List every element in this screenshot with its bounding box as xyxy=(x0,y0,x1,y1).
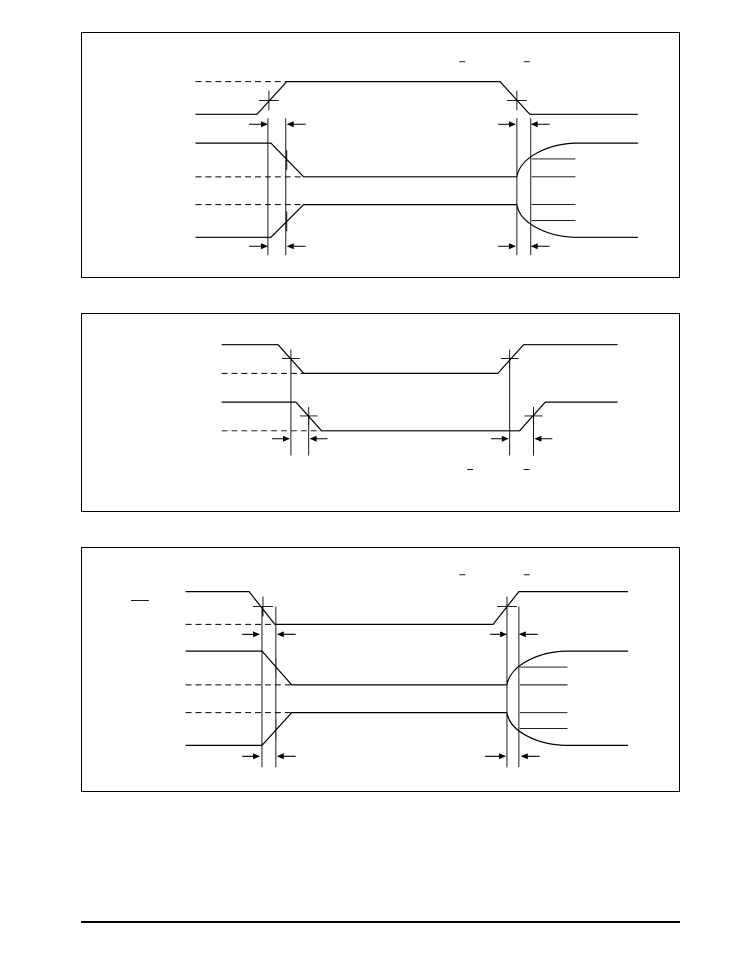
output-release-curve-low xyxy=(516,204,638,238)
control-waveform xyxy=(185,591,628,625)
timing-diagram-2 xyxy=(81,313,680,512)
timing-diagram-2-canvas xyxy=(221,344,618,470)
arrowhead xyxy=(309,435,317,442)
arrowhead xyxy=(282,435,290,442)
arrowhead xyxy=(508,121,516,128)
output-release-curve-high xyxy=(506,650,628,685)
output-high-waveform xyxy=(185,650,507,686)
arrowhead xyxy=(253,631,260,638)
output-release-curve-low xyxy=(506,712,628,746)
input-b-waveform xyxy=(221,401,618,432)
control-waveform xyxy=(195,81,638,115)
arrowhead xyxy=(286,243,294,250)
arrowhead xyxy=(530,243,538,250)
output-low-waveform xyxy=(185,712,507,746)
arrowhead xyxy=(518,631,526,638)
footer-rule xyxy=(81,921,680,923)
output-low-waveform xyxy=(195,203,517,238)
output-release-curve-high xyxy=(516,142,638,177)
arrowhead xyxy=(530,121,538,128)
arrowhead xyxy=(260,121,268,128)
arrowhead xyxy=(276,631,284,638)
input-a-waveform xyxy=(221,344,618,374)
timing-diagram-3-canvas xyxy=(131,574,628,768)
arrowhead xyxy=(286,121,294,128)
timing-diagram-1 xyxy=(81,32,680,278)
arrowhead xyxy=(276,753,284,760)
arrowhead xyxy=(508,243,516,250)
arrowhead xyxy=(520,753,528,760)
arrowhead xyxy=(534,435,542,442)
timing-diagram-3 xyxy=(81,547,680,792)
output-high-waveform xyxy=(195,142,517,178)
arrowhead xyxy=(260,243,268,250)
arrowhead xyxy=(253,753,260,760)
arrowhead xyxy=(501,435,509,442)
timing-diagram-1-canvas xyxy=(195,61,638,256)
arrowhead xyxy=(499,753,506,760)
arrowhead xyxy=(500,631,507,638)
